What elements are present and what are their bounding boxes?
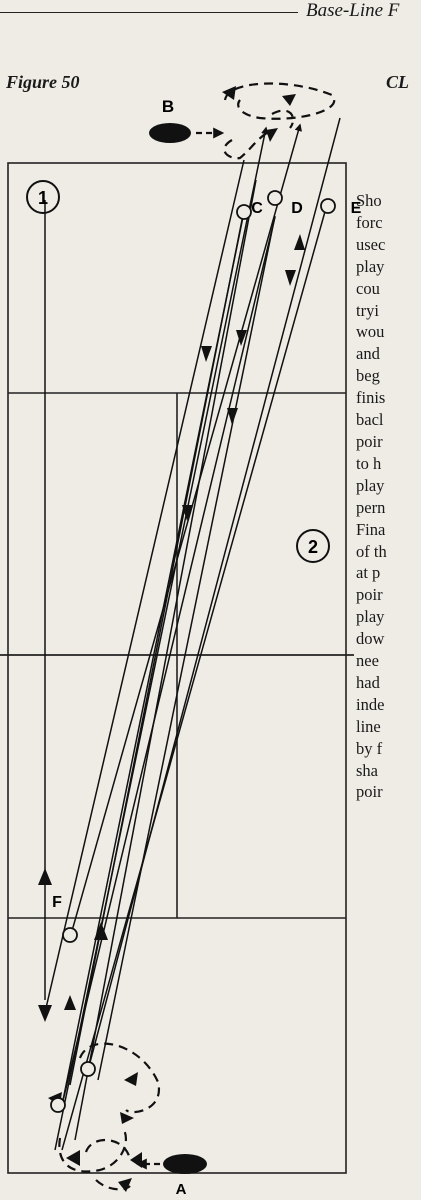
shot-paths bbox=[44, 117, 341, 1151]
arrowhead bbox=[201, 346, 212, 362]
dashed-path bbox=[271, 109, 295, 129]
shot-line bbox=[45, 159, 245, 1009]
movement-paths bbox=[58, 82, 336, 1191]
ball-position-d bbox=[267, 190, 283, 206]
body-line: play bbox=[356, 607, 385, 627]
shot-line bbox=[61, 216, 276, 1106]
body-line: usec bbox=[356, 234, 386, 254]
arrowhead bbox=[222, 86, 236, 100]
arrowhead bbox=[282, 94, 296, 106]
body-line: line bbox=[356, 716, 381, 736]
body-line: play bbox=[356, 475, 385, 495]
point-c-label: C bbox=[251, 200, 263, 217]
body-line: play bbox=[356, 256, 385, 276]
body-line: had bbox=[356, 672, 380, 692]
shot-line bbox=[87, 117, 341, 1071]
shot-arrowheads bbox=[38, 234, 305, 1022]
dashed-path bbox=[78, 1042, 161, 1114]
body-line: poir bbox=[356, 782, 383, 802]
ball-position-e bbox=[320, 198, 336, 214]
arrowhead bbox=[64, 995, 76, 1010]
body-line: finis bbox=[356, 388, 386, 408]
dashed-path bbox=[223, 82, 336, 120]
step-1-label: 1 bbox=[38, 188, 48, 208]
body-line: to h bbox=[356, 453, 382, 473]
body-line: of th bbox=[356, 541, 387, 561]
shot-line bbox=[69, 209, 245, 1086]
ball-position-f bbox=[62, 927, 78, 943]
body-line: beg bbox=[356, 366, 380, 386]
body-line: cou bbox=[356, 278, 380, 298]
body-line: nee bbox=[356, 651, 379, 671]
figure-caption: Figure 50 bbox=[6, 72, 80, 92]
arrowhead bbox=[182, 505, 193, 521]
shot-line bbox=[54, 126, 269, 1151]
body-line: pern bbox=[356, 497, 386, 517]
body-text-column: Sho forc usec play cou tryi wou and beg … bbox=[356, 190, 421, 803]
point-d-label: D bbox=[291, 200, 303, 217]
arrowhead bbox=[66, 1150, 80, 1166]
ball-positions bbox=[50, 190, 336, 1113]
arrowhead bbox=[124, 1072, 138, 1086]
player-b-label: B bbox=[162, 97, 174, 116]
arrowhead bbox=[285, 270, 296, 286]
player-a-label: A bbox=[176, 1181, 187, 1198]
body-line: bacl bbox=[356, 410, 384, 430]
section-heading: CL bbox=[386, 72, 410, 92]
player-a-marker bbox=[163, 1154, 207, 1174]
shot-line bbox=[69, 123, 302, 939]
step-2-marker bbox=[296, 529, 330, 563]
body-line: tryi bbox=[356, 300, 379, 320]
body-line: forc bbox=[356, 212, 383, 232]
shot-line bbox=[74, 179, 257, 1141]
shot-line bbox=[97, 215, 276, 1081]
court-lines bbox=[0, 162, 354, 1174]
body-line: at p bbox=[356, 563, 381, 583]
step-2-label: 2 bbox=[308, 537, 318, 557]
player-b-marker bbox=[149, 123, 191, 143]
point-f-label: F bbox=[52, 894, 62, 911]
body-line: sha bbox=[356, 760, 378, 780]
step-1-marker bbox=[26, 180, 60, 214]
ball-position bbox=[50, 1097, 66, 1113]
body-line: and bbox=[356, 344, 380, 364]
dashed-path bbox=[84, 1138, 132, 1161]
arrowhead bbox=[118, 1178, 132, 1192]
movement-arrowheads bbox=[48, 86, 296, 1192]
header-rule bbox=[0, 12, 298, 13]
body-line: by f bbox=[356, 738, 383, 758]
running-head: Base-Line F bbox=[306, 0, 400, 21]
point-e-label: E bbox=[351, 200, 362, 217]
body-line: wou bbox=[356, 322, 385, 342]
ball-position-c bbox=[236, 204, 252, 220]
arrowhead bbox=[294, 234, 305, 250]
arrowhead bbox=[120, 1112, 134, 1124]
arrowhead bbox=[236, 330, 247, 346]
arrowhead bbox=[266, 128, 278, 142]
body-line: inde bbox=[356, 694, 385, 714]
arrowhead bbox=[38, 1005, 52, 1022]
arrowhead bbox=[130, 1152, 142, 1168]
body-line: dow bbox=[356, 629, 385, 649]
body-line: poir bbox=[356, 585, 383, 605]
arrowhead bbox=[38, 868, 52, 885]
body-line: poir bbox=[356, 431, 383, 451]
ball-position bbox=[80, 1061, 96, 1077]
arrowhead bbox=[227, 408, 238, 425]
dashed-path bbox=[58, 1129, 127, 1173]
dashed-path bbox=[223, 131, 269, 160]
shot-line bbox=[61, 207, 327, 1151]
arrowhead bbox=[94, 922, 108, 940]
dashed-path bbox=[95, 1179, 131, 1191]
body-line: Sho bbox=[356, 191, 382, 210]
body-line: Fina bbox=[356, 519, 386, 539]
